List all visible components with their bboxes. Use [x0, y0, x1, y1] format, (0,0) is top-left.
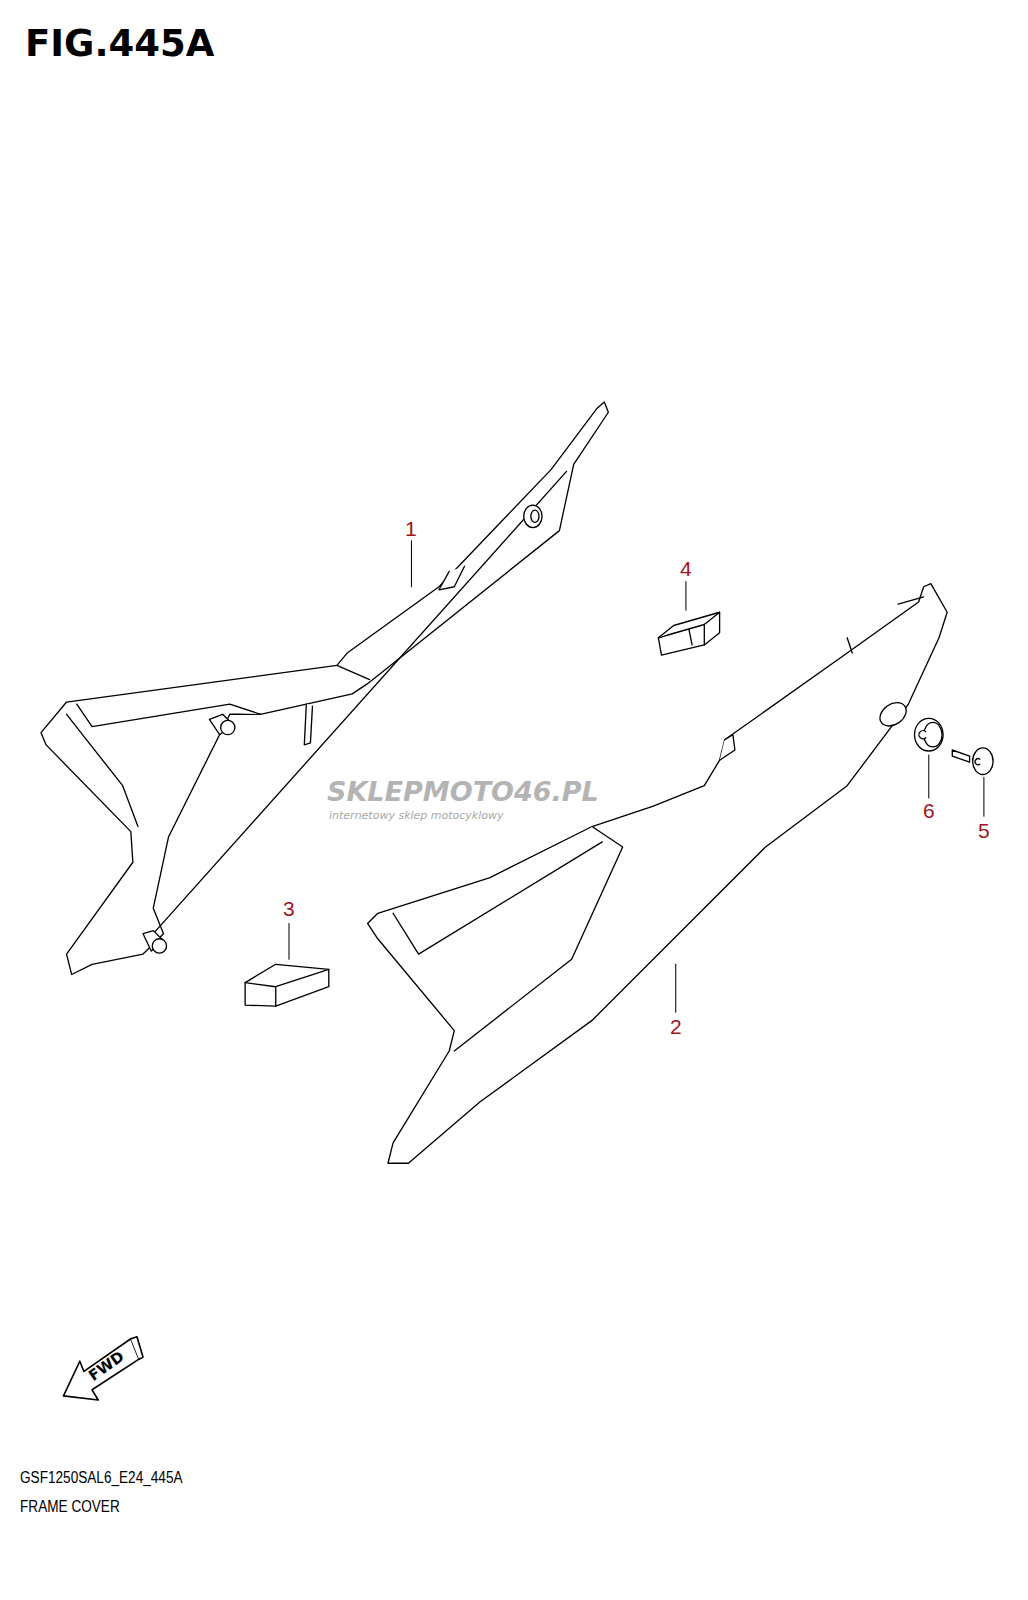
callout-number: 6: [923, 800, 935, 821]
leader-lines: [289, 541, 984, 1012]
frame-cover-left: [41, 402, 608, 974]
callout-number: 5: [978, 820, 990, 841]
callout-number: 3: [283, 898, 295, 919]
watermark: SKLEPMOTO46.PL: [327, 778, 599, 805]
bolt: [952, 748, 993, 775]
callout-number: 1: [405, 518, 417, 539]
cushion-block: [245, 964, 329, 1006]
forward-arrow: [63, 1337, 143, 1400]
figure-caption: FRAME COVER: [20, 1499, 120, 1515]
frame-cover-right: [368, 584, 948, 1164]
watermark: internetowy sklep motocyklowy: [329, 810, 504, 821]
label-pad-small: [658, 612, 719, 655]
callout-number: 2: [670, 1016, 682, 1037]
grommet: [915, 718, 944, 751]
callout-number: 4: [680, 558, 692, 579]
drawing-code: GSF1250SAL6_E24_445A: [20, 1470, 183, 1486]
figure-title: FIG.445A: [25, 25, 214, 62]
